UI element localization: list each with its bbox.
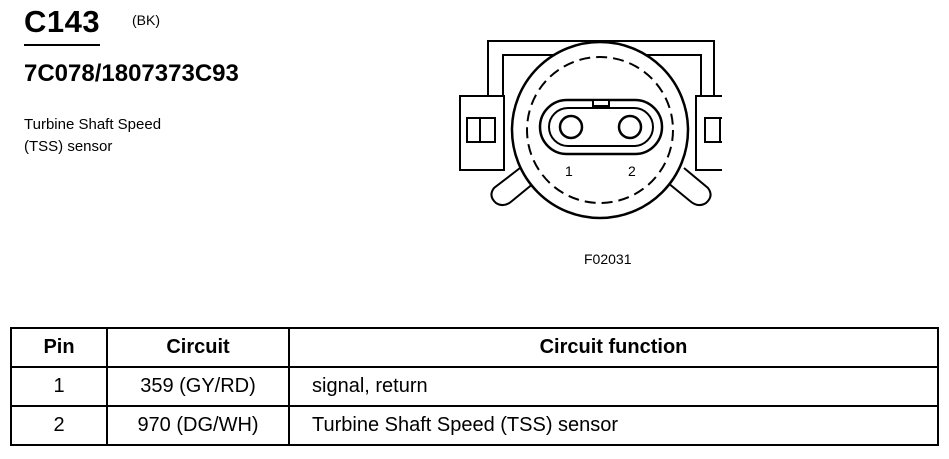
left-latch	[459, 95, 505, 171]
header-circuit-function: Circuit function	[288, 327, 939, 368]
table-row: 1 359 (GY/RD) signal, return	[10, 366, 939, 407]
description-line-2: (TSS) sensor	[24, 138, 113, 155]
color-code: (BK)	[132, 12, 160, 28]
cell-circuit: 359 (GY/RD)	[106, 366, 290, 407]
table-header-row: Pin Circuit Circuit function	[10, 327, 939, 368]
seal-ring	[526, 56, 674, 204]
connector-body	[510, 40, 690, 220]
header-circuit: Circuit	[106, 327, 290, 368]
description-line-1: Turbine Shaft Speed	[24, 116, 162, 133]
figure-code: F02031	[584, 251, 632, 267]
pinout-table: Pin Circuit Circuit function 1 359 (GY/R…	[10, 327, 939, 446]
connector-id: C143	[24, 2, 101, 46]
cell-pin: 1	[10, 366, 108, 407]
pin-1-terminal	[558, 114, 584, 140]
connector-face-diagram: 1 2	[459, 40, 722, 220]
pin-2-terminal	[617, 114, 643, 140]
cell-function: Turbine Shaft Speed (TSS) sensor	[288, 405, 939, 446]
table-row: 2 970 (DG/WH) Turbine Shaft Speed (TSS) …	[10, 405, 939, 446]
header-pin: Pin	[10, 327, 108, 368]
cell-circuit: 970 (DG/WH)	[106, 405, 290, 446]
right-mount-tab	[661, 167, 712, 207]
pin-2-label: 2	[628, 163, 636, 179]
pin-1-label: 1	[565, 163, 573, 179]
pin-cavity-inner	[548, 107, 654, 147]
part-number: 7C078/1807373C93	[24, 60, 239, 87]
connector-description: Turbine Shaft Speed (TSS) sensor	[24, 114, 161, 158]
left-mount-tab	[490, 167, 541, 207]
cell-function: signal, return	[288, 366, 939, 407]
right-latch	[695, 95, 722, 171]
cell-pin: 2	[10, 405, 108, 446]
